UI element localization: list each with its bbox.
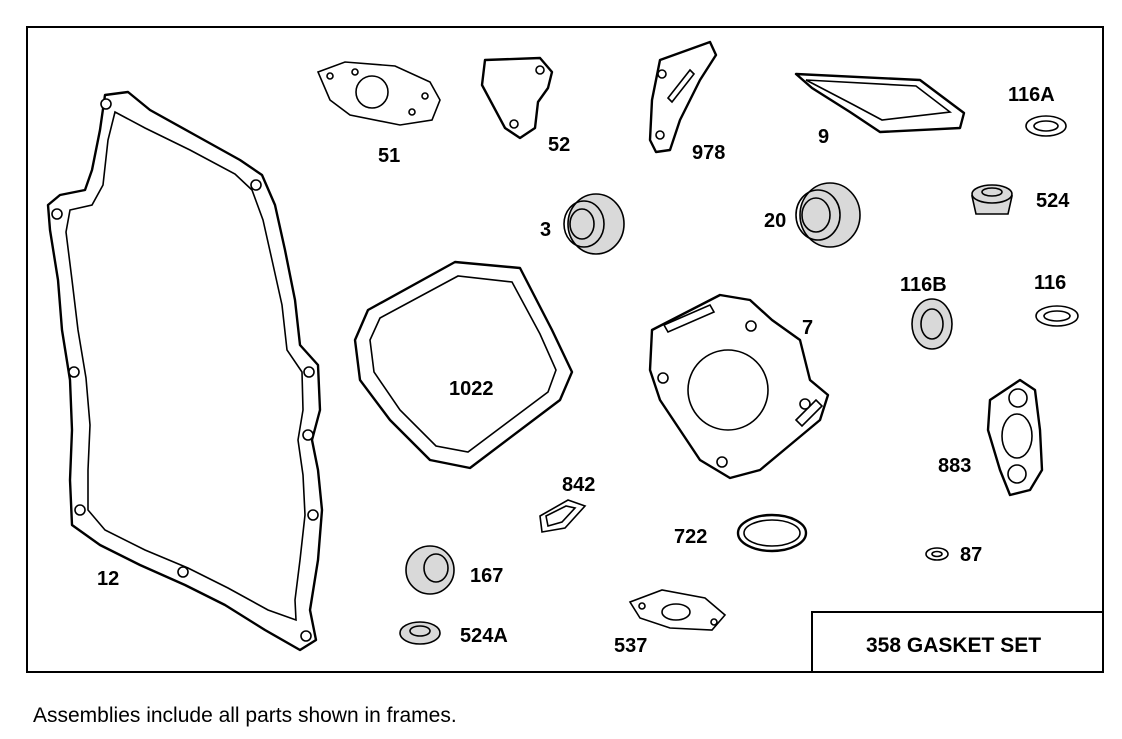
seal-116b [911,298,953,350]
part-label-883: 883 [938,455,971,477]
kit-title-box [811,611,1104,673]
rocker-cover-gasket-1022 [353,260,574,470]
part-label-3: 3 [540,219,551,241]
head-gasket-7 [648,293,830,480]
gasket-978 [648,40,718,154]
gasket-883 [986,378,1044,497]
part-label-116: 116 [1034,272,1066,294]
diagram-frame [26,26,1104,673]
part-label-524: 524 [1036,190,1070,212]
part-label-978: 978 [692,142,725,164]
washer-87 [925,547,949,561]
part-label-842: 842 [562,474,595,496]
parts-diagram: 358 GASKET SET 12 51 52 978 [26,26,1104,673]
part-label-167: 167 [470,565,503,587]
washer-116a [1025,115,1067,137]
seal-167 [405,545,455,595]
o-ring-722 [736,513,808,553]
part-label-116a: 116A [1008,84,1055,106]
part-label-524a: 524A [460,625,508,647]
part-label-51: 51 [378,145,400,167]
gasket-9 [794,72,966,134]
part-label-7: 7 [802,317,813,339]
footer-note: Assemblies include all parts shown in fr… [33,704,457,727]
crankcase-gasket-12 [46,90,324,652]
carburetor-gasket-51 [316,61,441,126]
part-label-1022: 1022 [449,378,494,400]
gasket-52 [480,56,554,140]
gasket-842 [539,499,587,533]
part-label-52: 52 [548,134,570,156]
part-label-537: 537 [614,635,647,657]
part-label-87: 87 [960,544,982,566]
kit-title: 358 GASKET SET [866,634,1041,657]
part-label-116b: 116B [900,274,947,296]
seal-524a [399,621,441,645]
plug-524 [971,184,1013,215]
oil-seal-20 [795,182,861,248]
part-label-12: 12 [97,568,119,590]
oil-seal-3 [563,193,625,255]
gasket-537 [628,589,727,631]
part-label-20: 20 [764,210,786,232]
part-label-722: 722 [674,526,707,548]
washer-116 [1035,305,1079,327]
part-label-9: 9 [818,126,829,148]
